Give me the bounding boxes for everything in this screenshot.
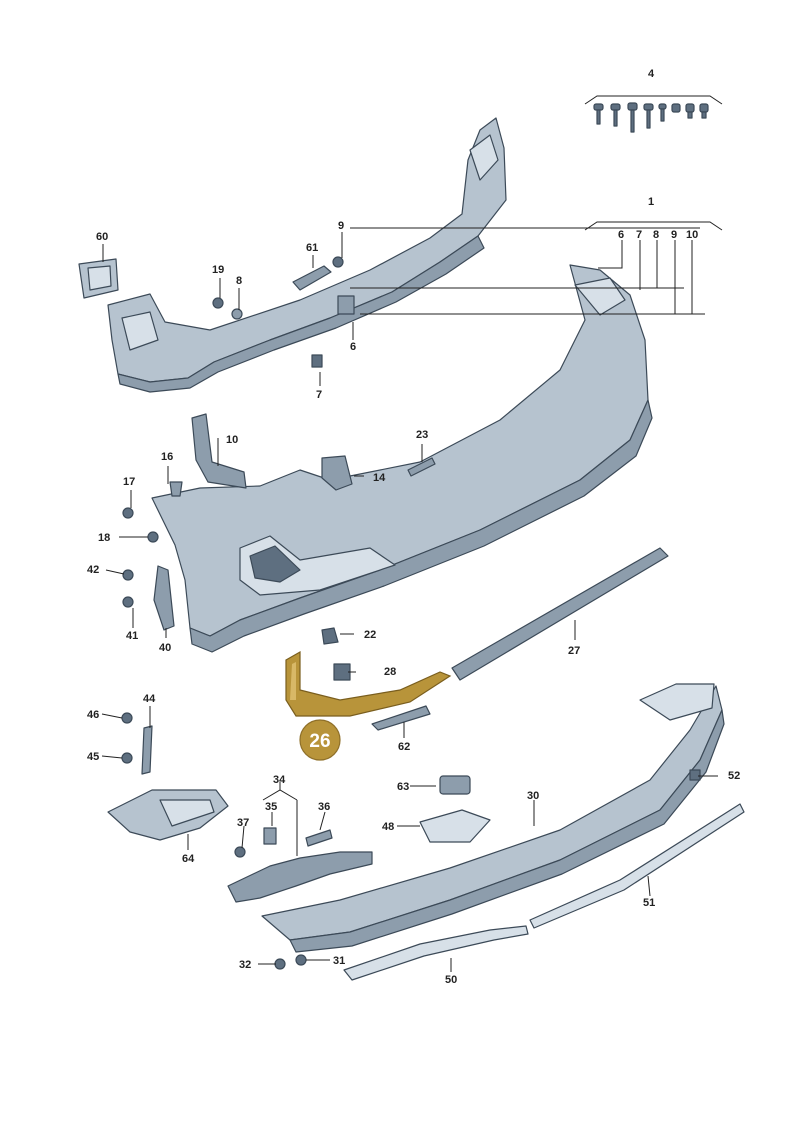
screw-17 bbox=[122, 507, 134, 519]
holder-48 bbox=[419, 809, 491, 843]
label-48: 48 bbox=[382, 821, 394, 833]
label-42: 42 bbox=[87, 564, 99, 576]
label-1: 1 bbox=[648, 196, 654, 208]
label-19: 19 bbox=[212, 264, 224, 276]
label-44: 44 bbox=[143, 693, 156, 705]
label-26: 26 bbox=[309, 731, 330, 752]
label-7-top: 7 bbox=[636, 229, 642, 241]
screw-31 bbox=[295, 954, 307, 966]
trim-26-highlighted bbox=[285, 650, 452, 717]
screw-18 bbox=[147, 531, 159, 543]
sensor-63 bbox=[439, 775, 471, 795]
screw-set bbox=[593, 102, 709, 133]
strip-36 bbox=[305, 829, 333, 847]
label-35: 35 bbox=[265, 801, 277, 813]
screw-41 bbox=[122, 596, 134, 608]
bracket-44 bbox=[141, 725, 153, 775]
bumper-carrier bbox=[107, 117, 507, 393]
clip-16 bbox=[169, 481, 183, 497]
label-31: 31 bbox=[333, 955, 345, 967]
label-10-top: 10 bbox=[686, 229, 698, 241]
strip-23 bbox=[407, 457, 436, 477]
label-17: 17 bbox=[123, 476, 135, 488]
label-9-top: 9 bbox=[671, 229, 677, 241]
label-61: 61 bbox=[306, 242, 318, 254]
label-14: 14 bbox=[373, 472, 386, 484]
label-60: 60 bbox=[96, 231, 108, 243]
label-10: 10 bbox=[226, 434, 238, 446]
label-41: 41 bbox=[126, 630, 138, 642]
clip-19 bbox=[212, 297, 224, 309]
label-4: 4 bbox=[648, 68, 655, 80]
label-37: 37 bbox=[237, 817, 249, 829]
label-36: 36 bbox=[318, 801, 330, 813]
label-9: 9 bbox=[338, 220, 344, 232]
diffuser-30 bbox=[261, 683, 725, 953]
callout-labels: 4 1 6 7 8 9 10 9 61 60 19 8 6 7 10 23 16… bbox=[87, 68, 740, 986]
trim-50 bbox=[343, 925, 529, 981]
clip-52 bbox=[689, 769, 701, 781]
label-51: 51 bbox=[643, 897, 655, 909]
cover-14 bbox=[321, 455, 353, 491]
label-22: 22 bbox=[364, 629, 376, 641]
screw-42 bbox=[122, 569, 134, 581]
label-16: 16 bbox=[161, 451, 173, 463]
bracket-40 bbox=[153, 565, 175, 631]
bracket-34 bbox=[227, 851, 373, 903]
screw-46 bbox=[121, 712, 133, 724]
label-6-top: 6 bbox=[618, 229, 624, 241]
label-45: 45 bbox=[87, 751, 99, 763]
label-23: 23 bbox=[416, 429, 428, 441]
label-62: 62 bbox=[398, 741, 410, 753]
label-27: 27 bbox=[568, 645, 580, 657]
clip-28 bbox=[333, 663, 351, 681]
label-40: 40 bbox=[159, 642, 171, 654]
exhaust-trim-64 bbox=[107, 789, 229, 841]
screw-9 bbox=[332, 256, 344, 268]
trim-51 bbox=[529, 803, 745, 929]
bracket-60 bbox=[78, 258, 119, 299]
badge-26: 26 bbox=[299, 719, 341, 761]
label-64: 64 bbox=[182, 853, 195, 865]
label-8-top: 8 bbox=[653, 229, 659, 241]
label-52: 52 bbox=[728, 770, 740, 782]
label-7: 7 bbox=[316, 389, 322, 401]
screw-32 bbox=[274, 958, 286, 970]
label-18: 18 bbox=[98, 532, 110, 544]
clip-61 bbox=[292, 265, 332, 291]
bumper-cover bbox=[151, 264, 653, 653]
screw-45 bbox=[121, 752, 133, 764]
bracket-10 bbox=[191, 413, 247, 489]
trim-62 bbox=[371, 705, 431, 731]
guide-6 bbox=[337, 295, 355, 315]
label-50: 50 bbox=[445, 974, 457, 986]
label-6: 6 bbox=[350, 341, 356, 353]
leader-lines bbox=[101, 95, 723, 972]
label-28: 28 bbox=[384, 666, 396, 678]
label-46: 46 bbox=[87, 709, 99, 721]
label-34: 34 bbox=[273, 774, 286, 786]
label-8: 8 bbox=[236, 275, 242, 287]
label-63: 63 bbox=[397, 781, 409, 793]
screw-37 bbox=[234, 846, 246, 858]
clip-35 bbox=[263, 827, 277, 845]
clip-22 bbox=[321, 627, 339, 645]
strip-27 bbox=[451, 547, 669, 681]
nut-8 bbox=[231, 308, 243, 320]
label-32: 32 bbox=[239, 959, 251, 971]
label-30: 30 bbox=[527, 790, 539, 802]
bracket-7 bbox=[311, 354, 323, 368]
